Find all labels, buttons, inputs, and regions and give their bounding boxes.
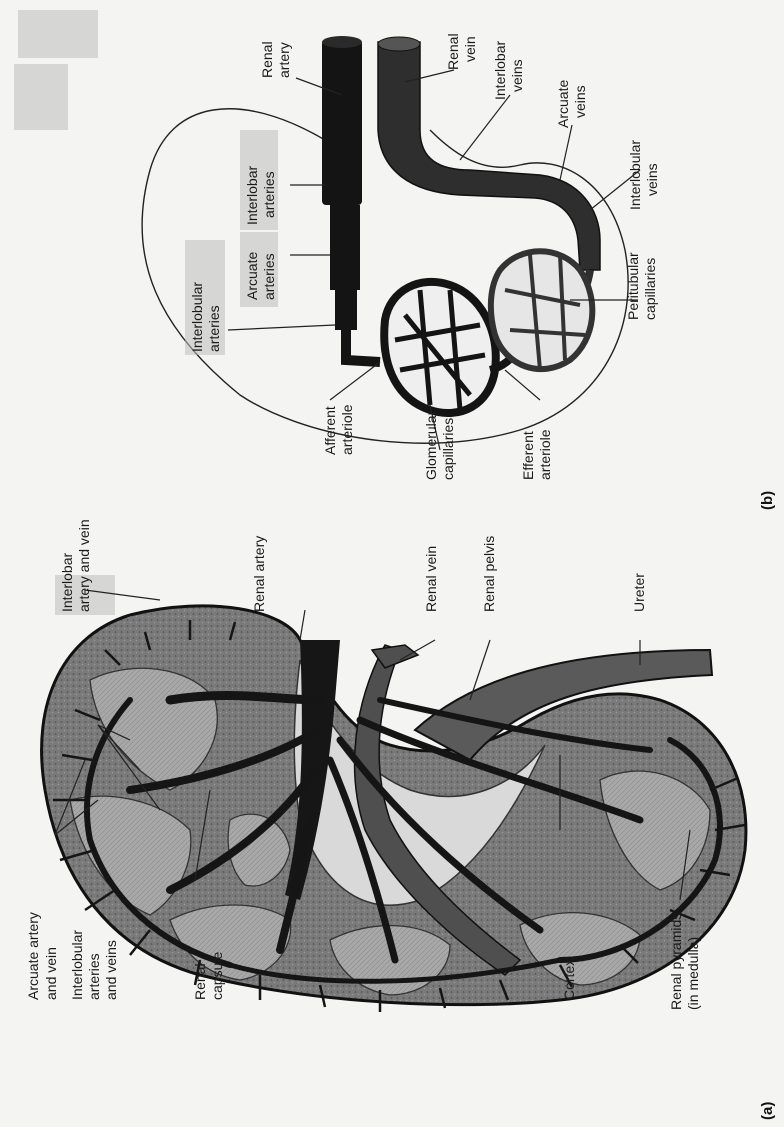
label-glomerular-capillaries-2: capillaries [440, 418, 456, 480]
label-renal-artery-b-2: artery [276, 42, 292, 78]
label-renal-capsule-2: capsule [209, 952, 225, 1000]
label-renal-vein-a: Renal vein [423, 546, 439, 612]
label-renal-artery-b: Renal [259, 41, 275, 78]
label-peritubular-capillaries-2: capillaries [642, 258, 658, 320]
panel-a-tag: (a) [759, 1102, 776, 1120]
label-interlobular-a: Interlobular [69, 930, 85, 1000]
label-interlobular-arteries-2: arteries [206, 305, 222, 352]
label-renal-pelvis: Renal pelvis [481, 536, 497, 612]
label-arcuate-arteries-2: arteries [261, 253, 277, 300]
label-renal-vein-b: Renal [445, 33, 461, 70]
label-efferent-arteriole-2: arteriole [537, 429, 553, 480]
label-interlobar-artery-vein-2: artery and vein [76, 519, 92, 612]
label-glomerular-capillaries: Glomerular [423, 410, 439, 480]
label-renal-pyramids-2: (in medulla) [685, 937, 701, 1010]
label-peritubular-capillaries: Peritubular [625, 252, 641, 320]
label-efferent-arteriole: Efferent [520, 431, 536, 480]
label-renal-artery-a: Renal artery [251, 536, 267, 612]
hl-interlobular-a [14, 64, 68, 130]
label-interlobular-a-2: arteries [86, 953, 102, 1000]
label-arcuate-veins-2: veins [572, 85, 588, 118]
label-cortex: Cortex [561, 959, 577, 1000]
label-interlobular-veins-2: veins [644, 163, 660, 196]
label-arcuate-artery-vein: Arcuate artery [25, 912, 41, 1000]
label-interlobular-arteries: Interlobular [189, 282, 205, 352]
panel-b-nephron: Renal artery Renal vein Interlobar veins… [142, 33, 776, 510]
hl-arcuate-a [18, 10, 98, 58]
label-renal-vein-b-2: vein [462, 36, 478, 62]
glomerular-capillaries [384, 282, 496, 413]
label-arcuate-arteries: Arcuate [244, 252, 260, 300]
label-afferent-arteriole: Afferent [322, 406, 338, 455]
label-renal-pyramids: Renal pyramids [668, 913, 684, 1010]
label-afferent-arteriole-2: arteriole [339, 404, 355, 455]
panel-a-kidney: Arcuate artery and vein Interlobular art… [14, 10, 776, 1120]
label-renal-capsule: Renal [192, 963, 208, 1000]
label-ureter: Ureter [631, 573, 647, 612]
label-interlobar-arteries-2: arteries [261, 171, 277, 218]
label-interlobar-arteries: Interlobar [244, 166, 260, 225]
label-interlobular-a-3: and veins [103, 940, 119, 1000]
label-arcuate-veins: Arcuate [555, 80, 571, 128]
panel-b-tag: (b) [759, 491, 776, 510]
label-interlobar-veins-2: veins [509, 59, 525, 92]
label-arcuate-artery-vein-2: and vein [43, 947, 59, 1000]
label-interlobular-veins: Interlobular [627, 140, 643, 210]
label-interlobar-artery-vein: Interlobar [59, 553, 75, 612]
peritubular-capillaries [491, 251, 592, 370]
panel-b-artery [322, 36, 380, 362]
label-interlobar-veins: Interlobar [492, 41, 508, 100]
